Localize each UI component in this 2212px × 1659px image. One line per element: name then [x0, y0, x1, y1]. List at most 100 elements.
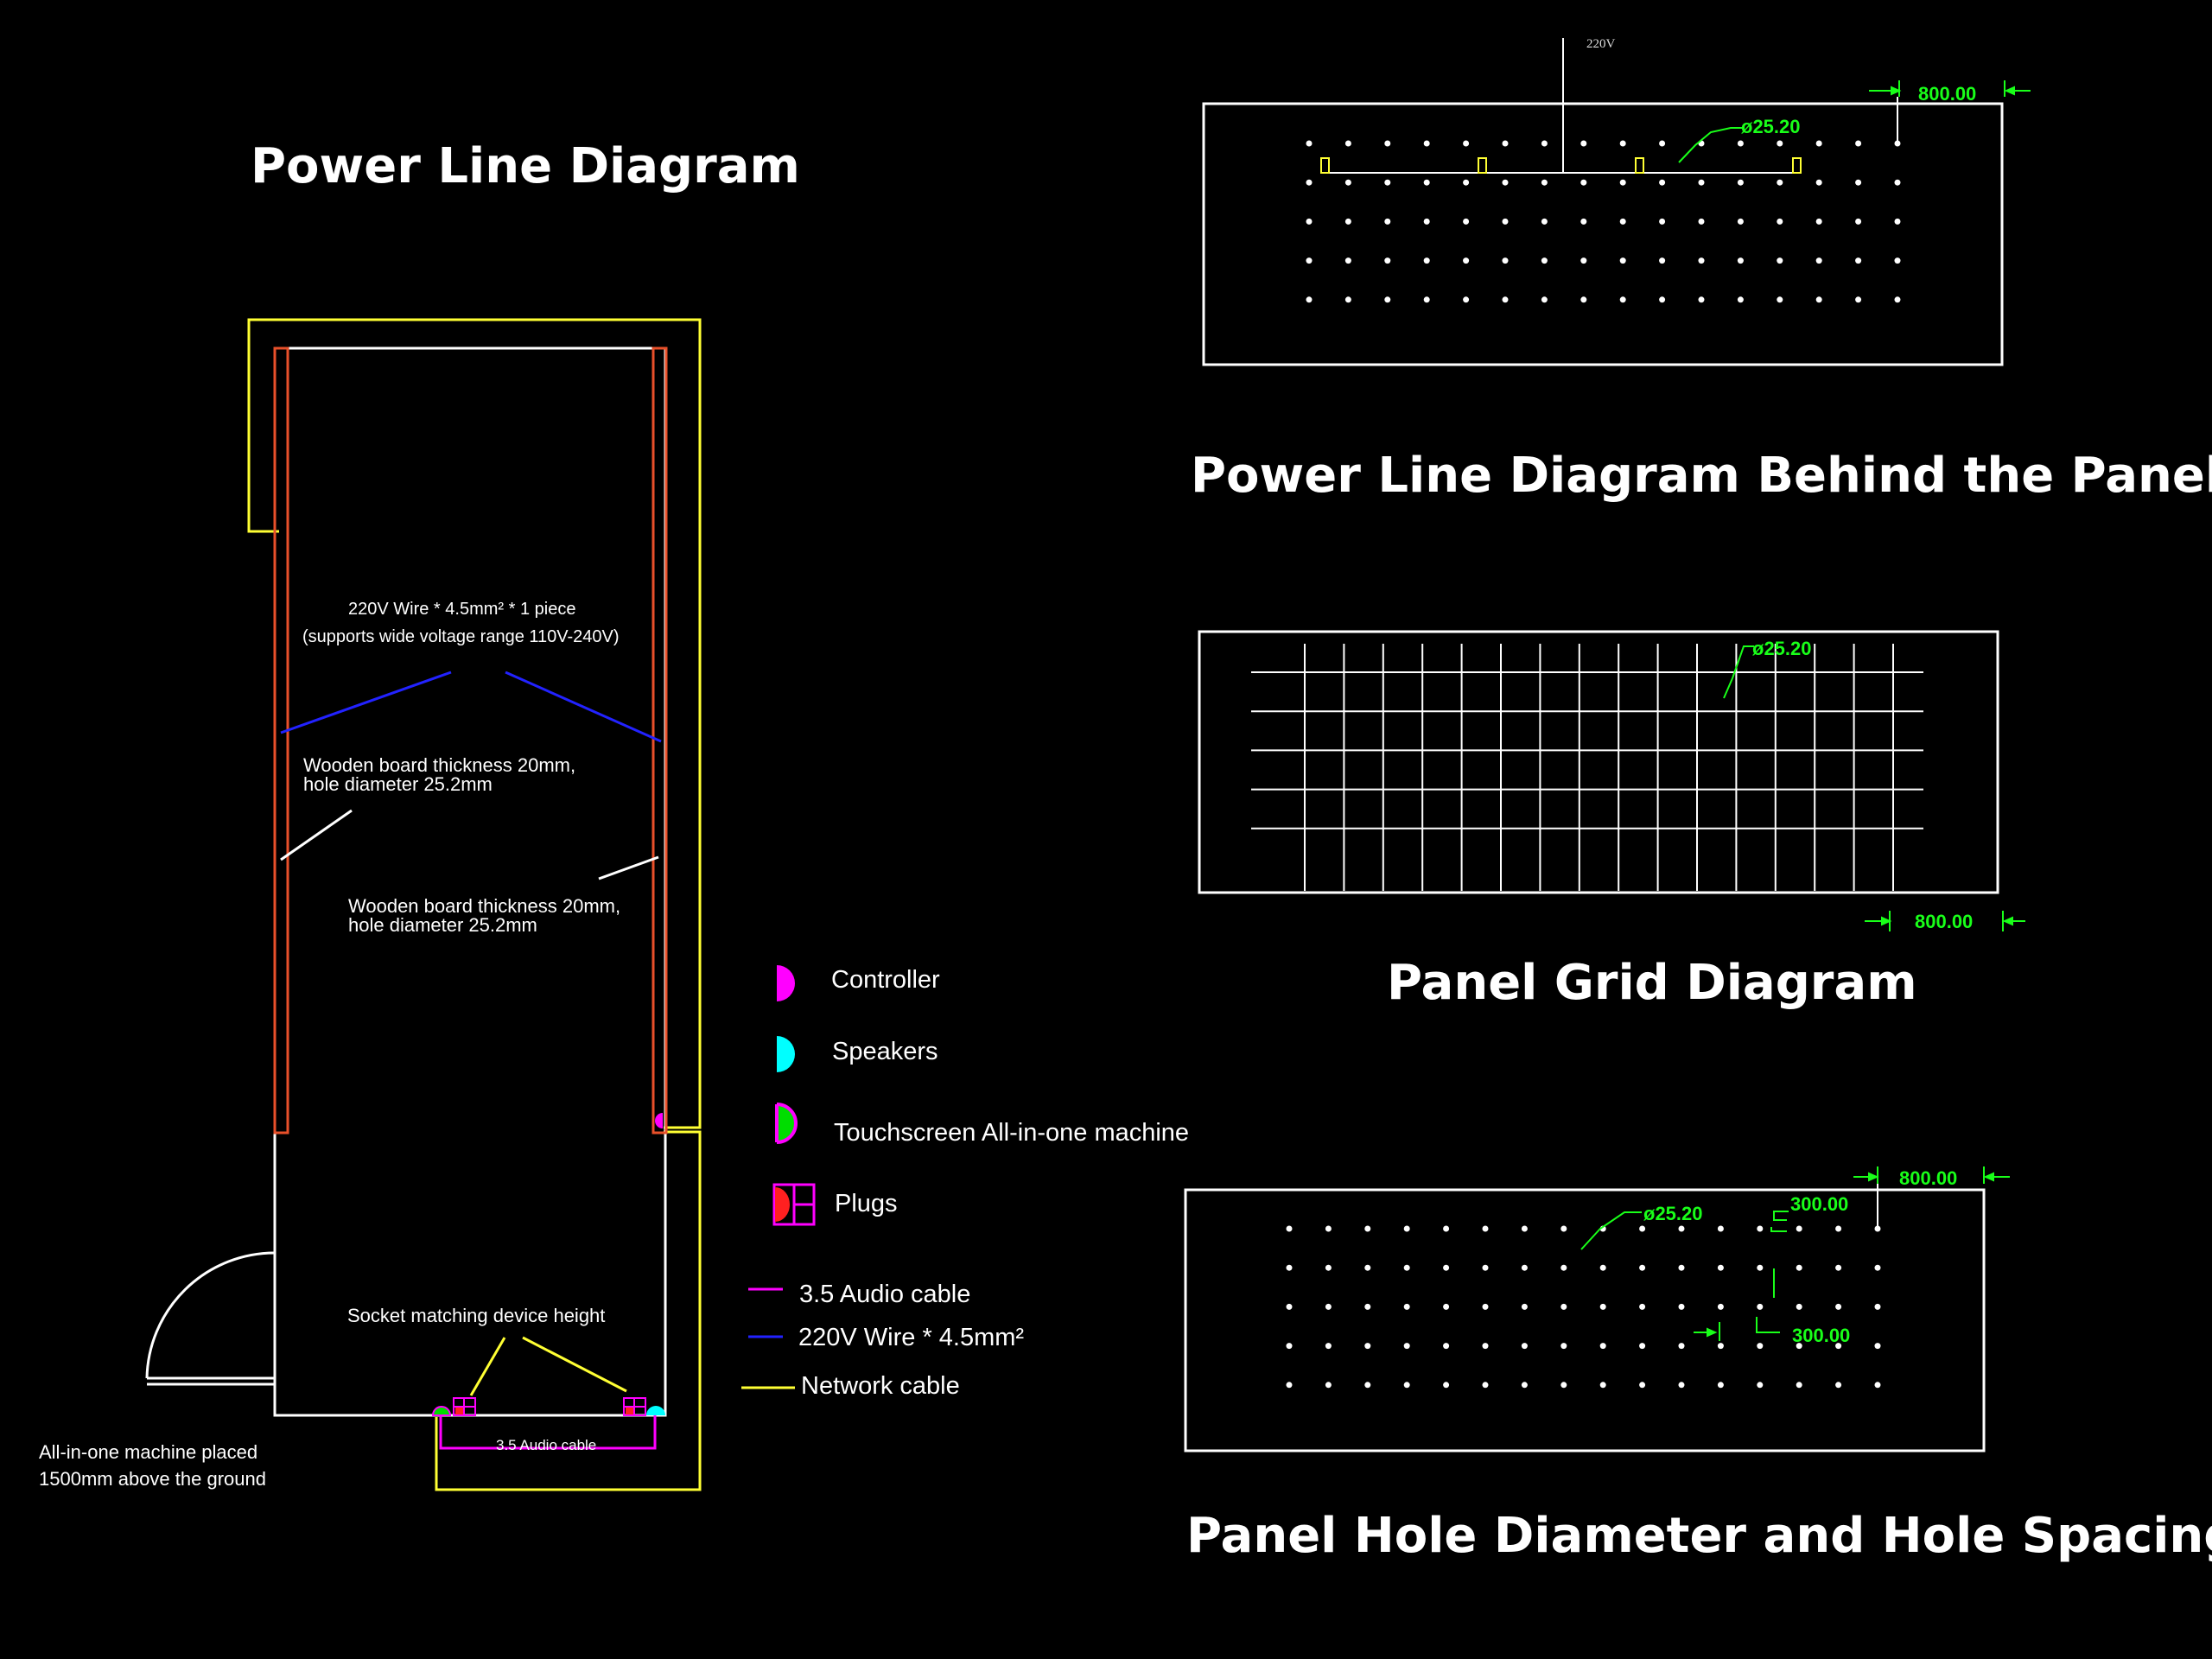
hole-dot: [1874, 1343, 1881, 1350]
hole-dot: [1364, 1382, 1371, 1389]
panel-holes-spacing-dim-top: 300.00: [1790, 1193, 1849, 1215]
hole-dot: [1364, 1303, 1371, 1310]
hole-dot: [1599, 1264, 1606, 1271]
hole-dot: [1855, 296, 1862, 303]
hole-dot: [1894, 179, 1901, 186]
hole-dot: [1463, 218, 1470, 225]
hole-dot: [1384, 218, 1391, 225]
width-dimension: [1869, 80, 2031, 143]
hole-dot: [1580, 296, 1587, 303]
hole-dot: [1384, 140, 1391, 147]
hole-dot: [1443, 1303, 1450, 1310]
fixture: [1635, 157, 1644, 174]
hole-dot: [1325, 1225, 1332, 1232]
hole-leader: [1723, 645, 1754, 699]
hole-dot: [1815, 257, 1822, 264]
hole-dot: [1777, 218, 1783, 225]
hole-dot: [1855, 257, 1862, 264]
legend-controller-label: Controller: [831, 966, 940, 994]
hole-dot: [1659, 257, 1666, 264]
hole-dot: [1403, 1264, 1410, 1271]
hole-dot: [1560, 1225, 1567, 1232]
hole-dot: [1855, 218, 1862, 225]
hole-dot: [1639, 1303, 1646, 1310]
hole-dot: [1286, 1303, 1293, 1310]
hole-dot: [1815, 179, 1822, 186]
hole-dot: [1737, 257, 1744, 264]
panel-holes-width-dim: 800.00: [1899, 1167, 1958, 1189]
hole-dot: [1619, 140, 1626, 147]
hole-dot: [1560, 1264, 1567, 1271]
hole-dot: [1874, 1303, 1881, 1310]
board-note-left-line1: Wooden board thickness 20mm,: [303, 754, 576, 776]
hole-dot: [1541, 257, 1548, 264]
hole-dot: [1698, 296, 1705, 303]
hole-dot: [1835, 1225, 1842, 1232]
hole-dot: [1659, 179, 1666, 186]
hole-dot: [1796, 1225, 1802, 1232]
hole-dot: [1815, 140, 1822, 147]
hole-dot: [1796, 1343, 1802, 1350]
hole-dot: [1659, 218, 1666, 225]
panel-holes-spacing-dim-bottom: 300.00: [1792, 1325, 1851, 1346]
supply-voltage-label: 220V: [1586, 37, 1616, 51]
hole-dot: [1541, 218, 1548, 225]
hole-dot: [1325, 1382, 1332, 1389]
hole-leader: [1580, 1211, 1642, 1250]
hole-dot: [1306, 296, 1313, 303]
audio-cable-label: 3.5 Audio cable: [496, 1437, 597, 1453]
plug-icon: [772, 1183, 816, 1226]
hole-dot: [1364, 1225, 1371, 1232]
fixtures: [1320, 157, 1802, 174]
title-power-line-behind-panel: Power Line Diagram Behind the Panel: [1191, 448, 2212, 504]
machine-note-line2: 1500mm above the ground: [39, 1468, 266, 1490]
panel-holes-frame: [1184, 1188, 1986, 1452]
hole-dot: [1482, 1225, 1489, 1232]
wire-note-line1: 220V Wire * 4.5mm² * 1 piece: [348, 600, 576, 619]
controller-icon: [777, 965, 795, 1001]
hole-dot: [1325, 1264, 1332, 1271]
hole-dot: [1737, 296, 1744, 303]
network-cable-bottom: [435, 1130, 702, 1491]
network-cable-top: [247, 318, 702, 1129]
hole-dot: [1344, 296, 1351, 303]
hole-dot: [1659, 296, 1666, 303]
hole-dot: [1325, 1343, 1332, 1350]
hole-dot: [1384, 296, 1391, 303]
hole-dot: [1286, 1225, 1293, 1232]
grid-lines: [1251, 644, 1923, 891]
hole-dot: [1796, 1303, 1802, 1310]
hole-dot: [1364, 1264, 1371, 1271]
hole-dot: [1541, 140, 1548, 147]
hole-dot: [1580, 257, 1587, 264]
hole-dot: [1619, 296, 1626, 303]
hole-dot: [1364, 1343, 1371, 1350]
door-swing-arc: [145, 1251, 276, 1379]
room-devices: [431, 1113, 665, 1416]
panel-grid-hole-dim: ø25.20: [1752, 638, 1812, 659]
hole-dot: [1502, 257, 1509, 264]
hole-dot: [1777, 296, 1783, 303]
hole-dot: [1521, 1303, 1528, 1310]
hole-dot: [1796, 1382, 1802, 1389]
hole-dot: [1580, 140, 1587, 147]
hole-dot: [1835, 1264, 1842, 1271]
socket-leader-left: [469, 1337, 506, 1396]
board-leader-right: [598, 855, 659, 880]
hole-dot: [1560, 1343, 1567, 1350]
hole-dot: [1443, 1343, 1450, 1350]
panel-behind-hole-dim: ø25.20: [1741, 116, 1801, 137]
board-note-left-line2: hole diameter 25.2mm: [303, 773, 493, 795]
hole-dot: [1619, 257, 1626, 264]
hole-dot: [1580, 179, 1587, 186]
hole-dot: [1777, 140, 1783, 147]
power-wire-leader-right: [505, 671, 662, 743]
width-dimension: [1853, 1166, 2010, 1229]
touchscreen-icon: [655, 1113, 663, 1128]
hole-dot: [1286, 1382, 1293, 1389]
legend-speakers-label: Speakers: [832, 1038, 938, 1065]
hole-dot: [1757, 1343, 1764, 1350]
hole-dot: [1443, 1382, 1450, 1389]
